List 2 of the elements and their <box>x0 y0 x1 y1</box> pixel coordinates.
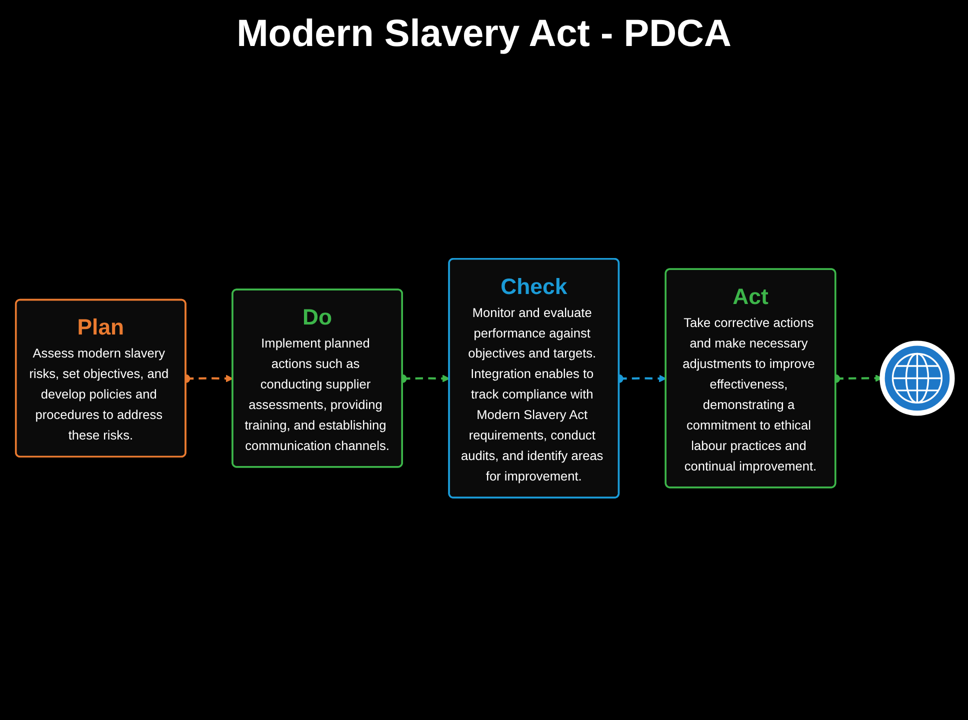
node-picture <box>880 340 955 416</box>
diagram-title: Modern Slavery Act - PDCA <box>236 12 732 57</box>
